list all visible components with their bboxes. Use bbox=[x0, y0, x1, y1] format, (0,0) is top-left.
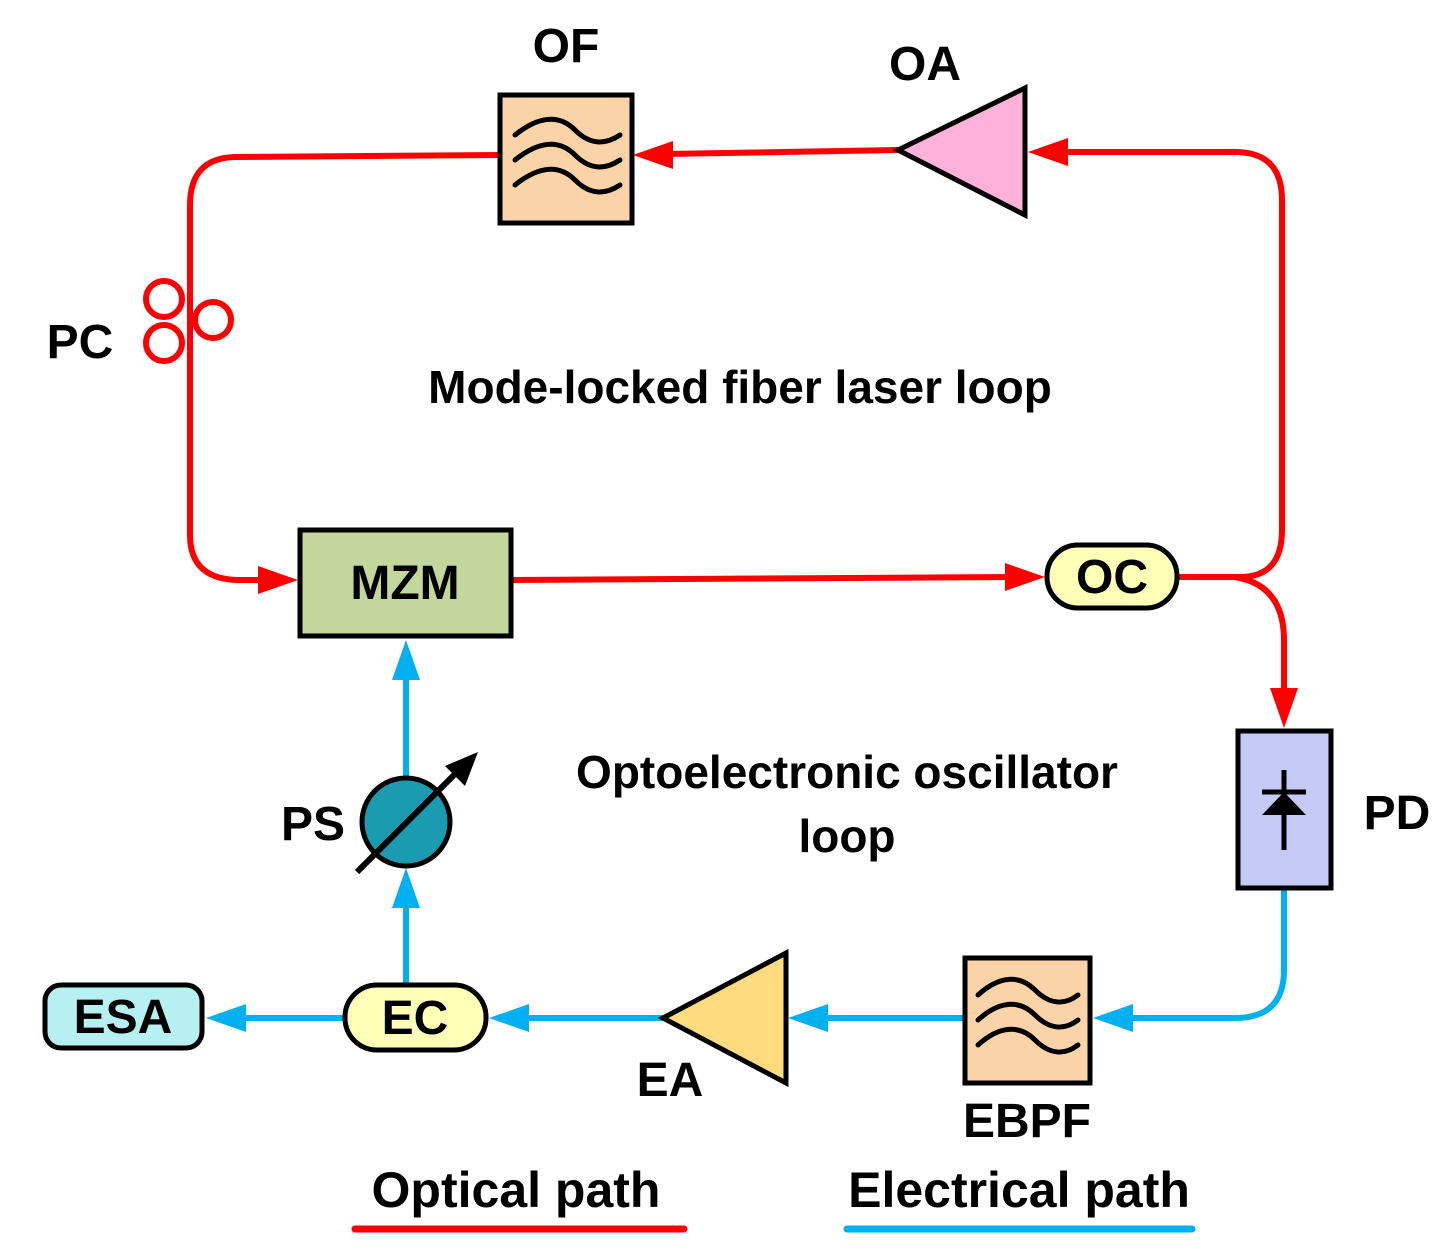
pc-label: PC bbox=[47, 316, 114, 369]
bandpass-filter-icon bbox=[975, 976, 1081, 1055]
oa-label: OA bbox=[889, 38, 961, 91]
ec-label: EC bbox=[382, 992, 449, 1045]
optical-loop-title: Mode-locked fiber laser loop bbox=[428, 361, 1052, 413]
mzm-box bbox=[297, 527, 514, 639]
arrow-into-ps bbox=[392, 868, 420, 908]
of-label: OF bbox=[533, 20, 600, 73]
path-oa-to-of bbox=[664, 147, 899, 157]
optical-filter bbox=[497, 92, 635, 226]
electrical-amplifier bbox=[657, 948, 789, 1088]
legend-electrical-label: Electrical path bbox=[848, 1162, 1190, 1218]
legend: Optical path Electrical path bbox=[351, 1162, 1196, 1233]
arrow-into-oc bbox=[1005, 563, 1045, 591]
mach-zehnder-modulator: MZM bbox=[297, 527, 514, 639]
ps-label: PS bbox=[281, 798, 345, 851]
mzm-label: MZM bbox=[350, 557, 459, 610]
ec-box bbox=[342, 982, 489, 1053]
path-pd-to-ebpf bbox=[1125, 890, 1287, 1021]
path-oc-to-pd bbox=[1234, 574, 1287, 700]
oeo-loop-title-line2: loop bbox=[798, 810, 895, 862]
arrow-into-mzm-rf bbox=[392, 640, 420, 680]
electrical-spectrum-analyzer: ESA bbox=[42, 982, 205, 1051]
electrical-coupler: EC bbox=[342, 982, 489, 1053]
legend-optical-label: Optical path bbox=[372, 1162, 661, 1218]
phase-shifter bbox=[354, 752, 478, 875]
photodetector bbox=[1235, 728, 1334, 891]
bandpass-filter-icon bbox=[512, 116, 623, 195]
optical-coupler: OC bbox=[1044, 542, 1180, 611]
oc-box bbox=[1044, 542, 1180, 611]
photodiode-icon bbox=[1262, 770, 1306, 850]
phase-shifter-arrowhead bbox=[445, 752, 478, 786]
electrical-paths bbox=[206, 640, 1287, 1032]
amplifier-triangle-icon bbox=[892, 83, 1028, 220]
arrow-into-esa bbox=[206, 1004, 246, 1032]
polarization-controller-icon bbox=[143, 278, 234, 364]
arrow-into-pd bbox=[1270, 688, 1298, 728]
ebpf-box bbox=[962, 955, 1093, 1086]
arrow-into-of bbox=[633, 141, 673, 169]
arrow-into-ebpf bbox=[1093, 1004, 1133, 1032]
ebpf-label: EBPF bbox=[963, 1095, 1091, 1148]
oc-label: OC bbox=[1076, 551, 1148, 604]
arrow-into-ec bbox=[489, 1004, 529, 1032]
pd-label: PD bbox=[1364, 787, 1431, 840]
arrow-into-oa bbox=[1028, 138, 1068, 166]
optical-amplifier bbox=[892, 83, 1028, 220]
path-of-to-mzm bbox=[187, 152, 501, 583]
electrical-bandpass-filter bbox=[962, 955, 1093, 1086]
arrow-into-mzm bbox=[258, 566, 298, 594]
path-mzm-to-oc bbox=[511, 574, 1016, 583]
arrow-into-ea bbox=[788, 1004, 828, 1032]
esa-box bbox=[42, 982, 205, 1051]
of-box bbox=[497, 92, 635, 226]
optical-paths bbox=[187, 138, 1298, 728]
oeo-loop-title-line1: Optoelectronic oscillator bbox=[576, 746, 1118, 798]
path-oc-to-oa bbox=[1060, 149, 1285, 580]
amplifier-triangle-icon bbox=[657, 948, 789, 1088]
esa-label: ESA bbox=[74, 991, 173, 1044]
ea-label: EA bbox=[637, 1054, 704, 1107]
